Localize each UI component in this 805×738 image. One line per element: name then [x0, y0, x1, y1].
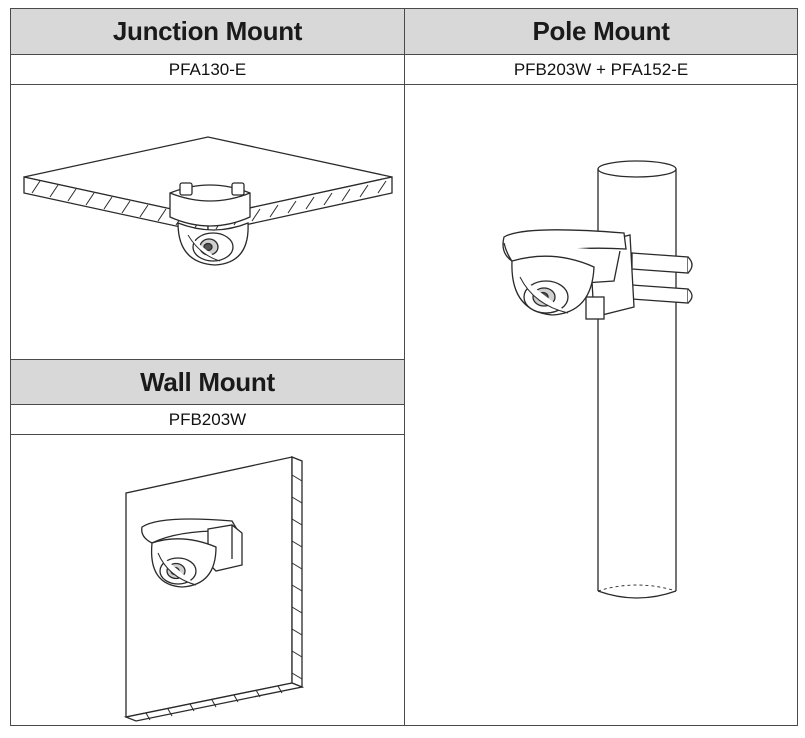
- pole-dome-camera: [511, 255, 595, 316]
- pole-mount-title: Pole Mount: [532, 16, 670, 46]
- wall-hatch-side: [291, 474, 303, 680]
- wall-dome-camera: [150, 538, 217, 588]
- wall-panel-face: [125, 456, 293, 718]
- junction-mount-model: PFA130-E: [168, 59, 247, 79]
- wall-mount-title: Wall Mount: [140, 366, 275, 397]
- pole-mount-header: Pole Mount: [404, 8, 798, 55]
- junction-mount-model-row: PFA130-E: [10, 54, 405, 85]
- wall-mount-header: Wall Mount: [10, 359, 405, 405]
- wall-panel-edge: [291, 456, 303, 688]
- wall-mount-model: PFB203W: [168, 409, 247, 429]
- pole-mount-model: PFB203W + PFA152-E: [513, 59, 689, 79]
- pole-bottom: [597, 590, 677, 599]
- junction-mount-header: Junction Mount: [10, 8, 405, 55]
- wall-mount-illustration: [123, 456, 305, 722]
- junction-mount-title: Junction Mount: [112, 16, 303, 46]
- pole-clamp-bands: [631, 252, 693, 304]
- pole-mount-model-row: PFB203W + PFA152-E: [404, 54, 798, 85]
- wall-mount-model-row: PFB203W: [10, 404, 405, 435]
- junction-box: [169, 182, 251, 227]
- ceiling-dome-camera: [177, 222, 249, 266]
- junction-mount-illustration: [23, 136, 393, 266]
- ceiling-slab-edge-right: [207, 176, 393, 234]
- pole-mount-illustration: [502, 160, 693, 599]
- pole-top: [597, 160, 677, 178]
- wall-hatch-bottom: [145, 685, 283, 721]
